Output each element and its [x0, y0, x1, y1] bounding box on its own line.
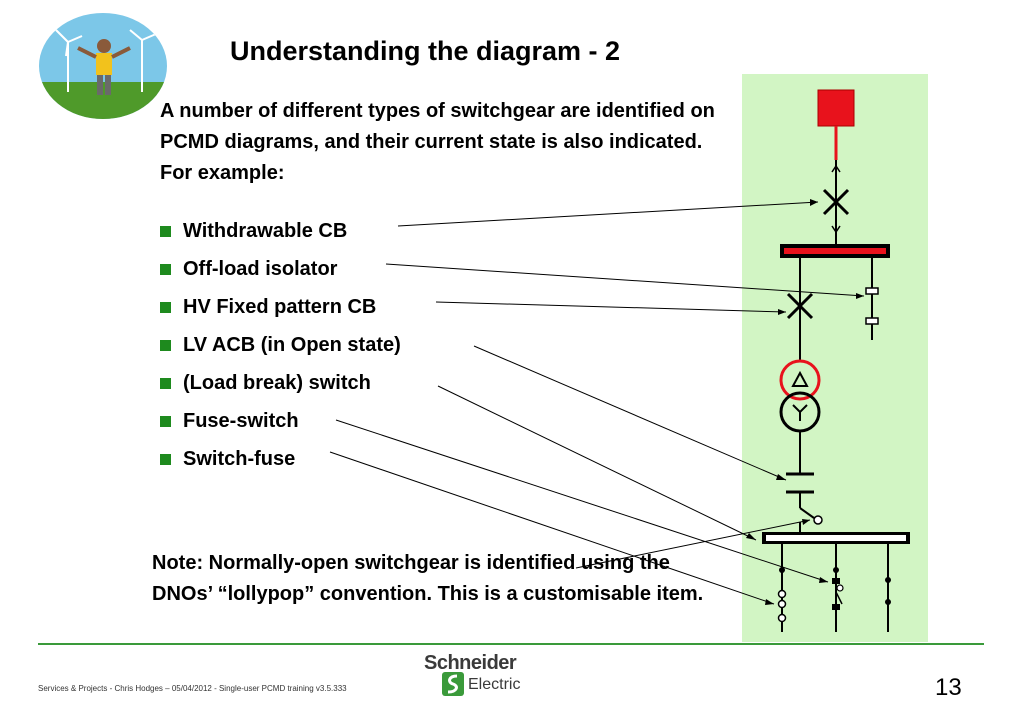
callout-lv-acb: [473, 345, 787, 481]
intro-paragraph: A number of different types of switchgea…: [160, 100, 715, 184]
arrowhead-icon: [802, 519, 810, 525]
list-item-label: Fuse-switch: [183, 409, 299, 432]
switchgear-list: Withdrawable CB Off-load isolator HV Fix…: [160, 212, 401, 478]
hv-busbar-red-stripe: [784, 248, 886, 254]
brand-subtitle: Electric: [468, 676, 521, 693]
arrowhead-icon: [819, 577, 828, 583]
callout-hv-fixed-cb: [435, 301, 787, 313]
bullet-square-icon: [160, 225, 171, 237]
withdrawable-chevron-top-icon: [831, 164, 841, 173]
list-item-label: Switch-fuse: [183, 447, 296, 470]
withdrawable-chevron-bottom-icon: [831, 225, 841, 234]
list-item-label: LV ACB (in Open state): [183, 333, 401, 356]
note-paragraph: Note: Normally-open switchgear is identi…: [152, 552, 704, 605]
callout-switch-fuse: [329, 451, 775, 605]
outgoing-way-2: [832, 544, 844, 632]
lollypop-icon: [813, 515, 823, 525]
bullet-square-icon: [160, 377, 171, 389]
arrowhead-icon: [856, 293, 864, 299]
list-item: Switch-fuse: [160, 440, 401, 478]
bullet-square-icon: [160, 339, 171, 351]
bullet-square-icon: [160, 263, 171, 275]
list-item: Fuse-switch: [160, 402, 401, 440]
footer-text: Services & Projects - Chris Hodges – 05/…: [38, 684, 347, 693]
arrowhead-icon: [776, 474, 786, 480]
arrowhead-icon: [746, 533, 756, 540]
list-item-label: (Load break) switch: [183, 371, 371, 394]
list-item-label: Off-load isolator: [183, 257, 338, 280]
bullet-square-icon: [160, 415, 171, 427]
off-load-isolator-upper: [865, 287, 879, 295]
arrowhead-icon: [765, 599, 774, 605]
brand-name: Schneider: [424, 652, 517, 674]
logo-turbines-image: [39, 13, 167, 119]
callout-load-break-switch: [437, 385, 757, 541]
supply-source-block: [817, 89, 855, 127]
arrowhead-icon: [778, 309, 786, 315]
list-item: Withdrawable CB: [160, 212, 401, 250]
hv-fixed-cb-symbol: [786, 292, 814, 320]
callout-fuse-switch: [335, 419, 829, 583]
arrowhead-icon: [810, 199, 818, 206]
list-item: (Load break) switch: [160, 364, 401, 402]
list-item: LV ACB (in Open state): [160, 326, 401, 364]
bullet-square-icon: [160, 453, 171, 465]
schneider-electric-logo: Schneider Electric: [424, 652, 544, 702]
page-number: 13: [935, 674, 962, 701]
transformer-primary-winding: [779, 359, 821, 401]
list-item: HV Fixed pattern CB: [160, 288, 401, 326]
callout-off-load-isolator: [385, 263, 865, 297]
callout-note-lollypop: [575, 519, 811, 569]
page-title: Understanding the diagram - 2: [230, 36, 621, 66]
star-icon: [792, 404, 808, 421]
list-item-label: HV Fixed pattern CB: [183, 295, 377, 318]
footer-rule: [38, 643, 984, 645]
list-item-label: Withdrawable CB: [183, 219, 348, 242]
brand-mark-icon: [442, 672, 464, 696]
withdrawable-cb-symbol: [822, 188, 850, 216]
outgoing-way-3: [885, 544, 891, 632]
outgoing-way-1: [777, 544, 787, 632]
load-break-switch-blade: [799, 507, 815, 519]
callout-withdrawable-cb: [397, 201, 819, 227]
lv-busbar-inner: [766, 535, 906, 541]
bullet-square-icon: [160, 301, 171, 313]
list-item: Off-load isolator: [160, 250, 401, 288]
delta-icon: [791, 370, 809, 387]
off-load-isolator-lower: [865, 317, 879, 325]
